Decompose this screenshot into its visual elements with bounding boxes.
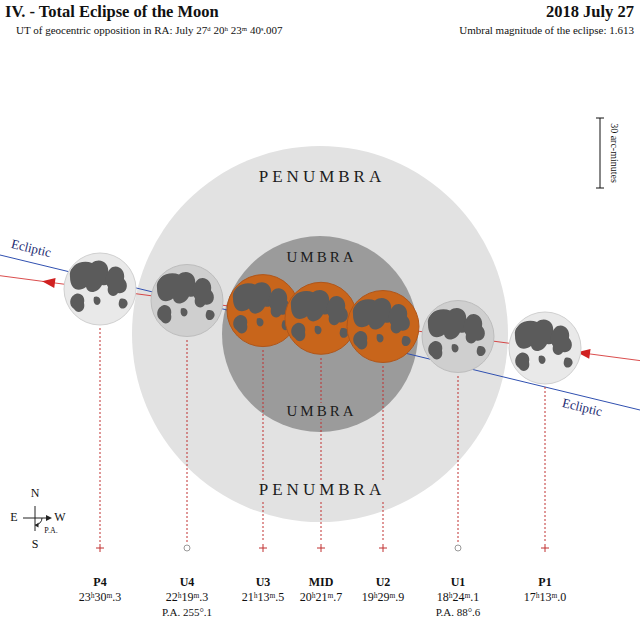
contact-name: U1 [451,576,466,590]
region-label: PENUMBRA [253,168,387,187]
ecliptic-label: Ecliptic [559,396,606,421]
opposition-time: UT of geocentric opposition in RA: July … [16,24,283,37]
ecliptic-label: Ecliptic [8,237,55,262]
contact-name: U4 [180,576,195,590]
compass-label: P.A. [44,526,57,535]
contact-marker [96,544,549,552]
contact-name: P1 [538,576,551,590]
compass-arrow [35,523,39,528]
compass-letter: N [31,487,40,501]
contact-name: U2 [376,576,391,590]
penumbra-circle: PENUMBRA PENUMBRA UMBRA UMBRA [132,146,508,522]
contact-time: 21ʰ13ᵐ.5 [242,591,285,605]
eclipse-date: 2018 July 27 [546,3,634,22]
position-angle: P.A. 255°.1 [162,606,212,619]
contact-name: P4 [93,576,106,590]
compass-letter: E [10,511,17,525]
region-label: UMBRA [281,249,358,266]
scale-label: 30 arc-minutes [608,123,620,183]
contact-time: 23ʰ30ᵐ.3 [79,591,122,605]
umbra-circle: UMBRA UMBRA [222,236,418,432]
diagram-title: IV. - Total Eclipse of the Moon [5,3,219,22]
compass-letter: S [32,538,39,552]
moon-disc [285,282,357,354]
region-label: PENUMBRA [253,481,387,500]
contact-time: 20ʰ21ᵐ.7 [300,591,343,605]
compass-letter: W [54,511,65,525]
moon-disc [151,265,223,337]
contact-time: 22ʰ19ᵐ.3 [166,591,209,605]
compass-arrow [46,515,52,521]
moon-disc [509,312,581,384]
contact-time: 19ʰ29ᵐ.9 [362,591,405,605]
position-angle: P.A. 88°.6 [436,606,481,619]
contact-time: 17ʰ13ᵐ.0 [524,591,567,605]
contact-marker [184,545,461,551]
contact-time: 18ʰ24ᵐ.1 [437,591,480,605]
circle-outline [132,146,508,522]
scale-bar [596,118,604,188]
umbral-magnitude: Umbral magnitude of the eclipse: 1.613 [459,24,634,37]
moon-disc [347,291,419,363]
direction-arrow [41,276,55,288]
moon-disc [422,301,494,373]
contact-name: U3 [256,576,271,590]
moon-disc [64,253,136,325]
region-label: UMBRA [281,403,358,420]
contact-name: MID [309,576,334,590]
